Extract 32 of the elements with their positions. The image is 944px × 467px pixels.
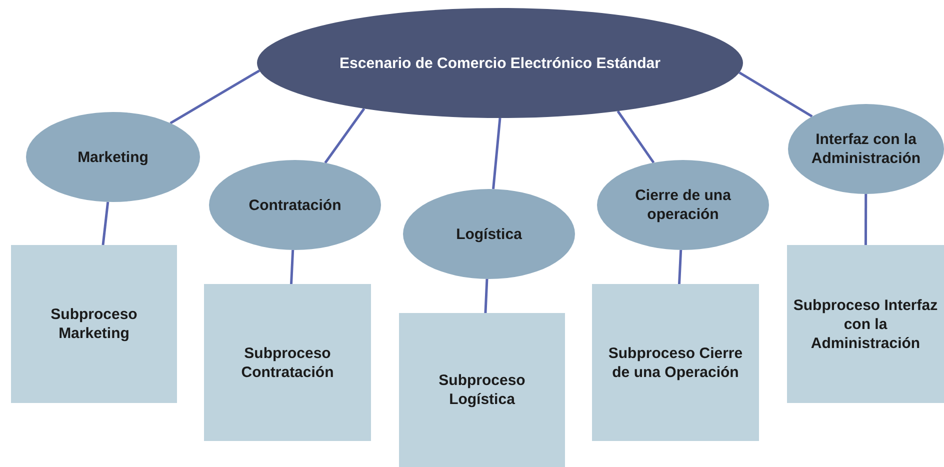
connector-line [678, 250, 682, 284]
node-label: Marketing [78, 148, 148, 166]
node-label: Subproceso Interfaz con la Administración [792, 296, 939, 352]
node-label: Escenario de Comercio Electrónico Estándar [340, 54, 660, 72]
connector-line [102, 202, 110, 246]
process-box [592, 284, 759, 441]
connector-line [290, 250, 294, 284]
connector-line [738, 71, 813, 118]
connector-line [616, 110, 655, 164]
node-label: Interfaz con la Administración [810, 130, 922, 168]
ellipse-node [209, 160, 381, 250]
process-box [11, 245, 177, 403]
node-label: Logística [456, 224, 522, 244]
node-label: Subproceso Contratación [240, 344, 335, 382]
ellipse-node [403, 189, 575, 279]
node-label: Cierre de una operación [634, 186, 732, 224]
ellipse-node [26, 112, 200, 202]
connector-line [484, 278, 488, 314]
connector-line [170, 70, 260, 124]
ellipse-node [788, 104, 944, 194]
process-box [399, 313, 565, 467]
node-label: Subproceso Cierre de una Operación [607, 344, 744, 382]
ellipse-node [257, 8, 743, 118]
process-box [204, 284, 371, 441]
node-label: Subproceso Logística [438, 371, 526, 409]
connector-line [864, 194, 868, 245]
node-label: Contratación [248, 196, 342, 214]
connector-line [492, 118, 502, 190]
connector-line [324, 108, 366, 164]
process-box [787, 245, 944, 403]
ellipse-node [597, 160, 769, 250]
node-label: Subproceso Marketing [50, 305, 138, 343]
